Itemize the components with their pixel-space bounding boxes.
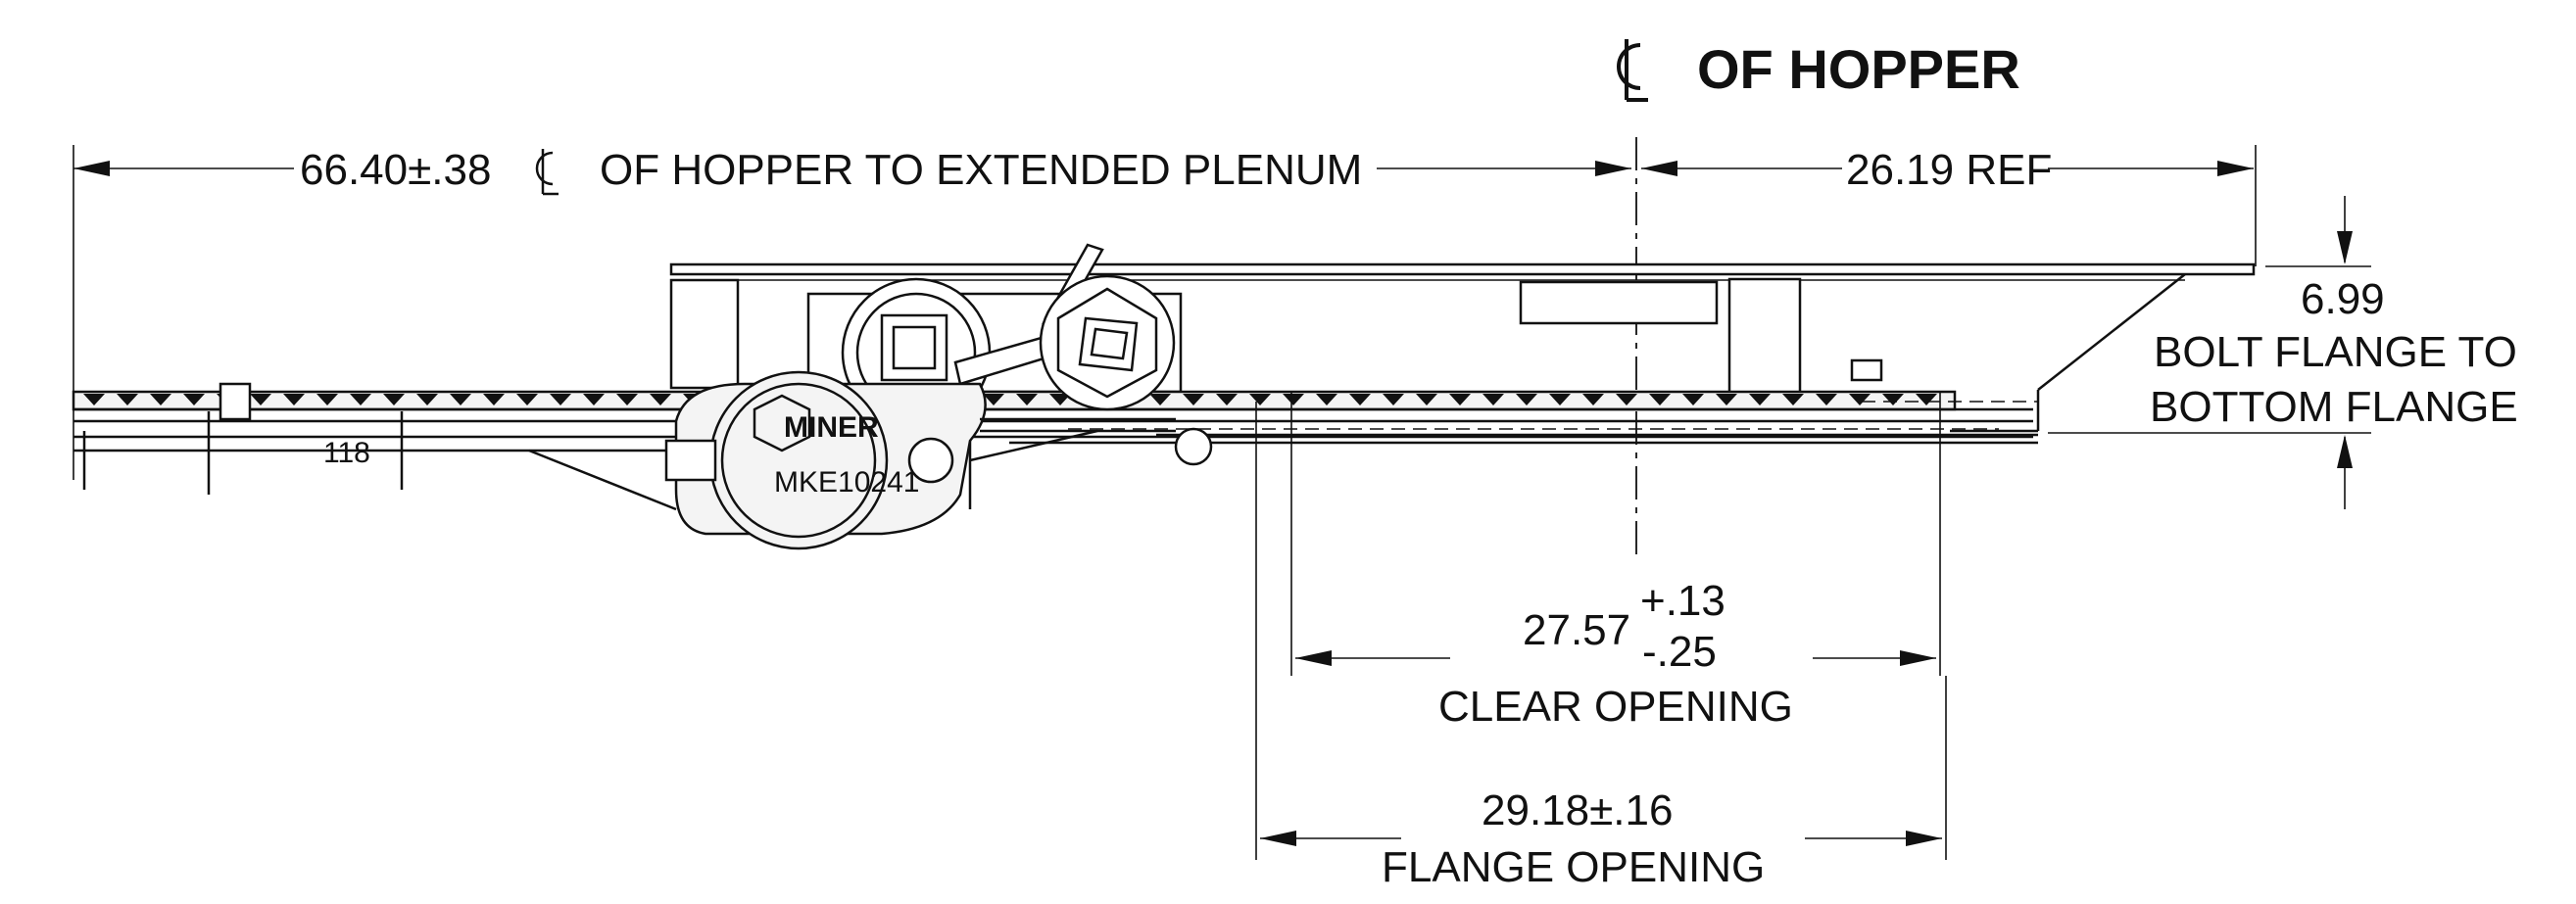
small-tag: 118 (323, 437, 370, 469)
rack-tooth (1682, 394, 1704, 405)
bolt-flange-line1: BOLT FLANGE TO (2154, 328, 2517, 376)
rack-tooth (650, 394, 671, 405)
arrowhead (1295, 650, 1332, 666)
rack-tooth (1283, 394, 1304, 405)
clear-opening-value: 27.57 (1523, 606, 1630, 654)
rail-clip (219, 382, 252, 421)
rack-tooth (250, 394, 271, 405)
bolt-flange-line2: BOTTOM FLANGE (2150, 383, 2518, 431)
rack-tooth (117, 394, 138, 405)
top-flange-plate (669, 262, 2256, 276)
rack-tooth (150, 394, 171, 405)
rack-tooth (1516, 394, 1537, 405)
rack-tooth (1749, 394, 1771, 405)
rack-tooth (483, 394, 505, 405)
gearbox-coupling-right (907, 437, 954, 484)
rack-tooth (1816, 394, 1837, 405)
rack-tooth (1349, 394, 1371, 405)
reference-dimension: 26.19 REF (1641, 145, 2257, 266)
reference-dim-value: 26.19 REF (1846, 146, 2052, 194)
rack-tooth (450, 394, 471, 405)
flange-opening-dimension: 29.18±.16 FLANGE OPENING (1255, 402, 1947, 891)
rack-tooth (1183, 394, 1204, 405)
rack-tooth (550, 394, 571, 405)
capstan-square-drive (1078, 316, 1139, 372)
rack-tooth (583, 394, 605, 405)
arrowhead (2337, 435, 2353, 468)
gearbox-model: MKE10241 (774, 466, 919, 499)
rack-tooth (1616, 394, 1637, 405)
arrowhead (73, 161, 110, 176)
hopper-centerline-heading: OF HOPPER (1617, 38, 2020, 102)
rack-tooth (183, 394, 205, 405)
rack-tooth (1849, 394, 1871, 405)
rack-tooth (1383, 394, 1404, 405)
latch-block (1850, 358, 1883, 382)
arrowhead (1900, 650, 1936, 666)
rack-tooth (350, 394, 371, 405)
rack-tooth (1582, 394, 1604, 405)
rack-tooth (616, 394, 638, 405)
arrowhead (1641, 161, 1677, 176)
clear-opening-tol-minus: -.25 (1642, 628, 1717, 676)
rack-tooth (1449, 394, 1471, 405)
centerline-symbol-small (535, 149, 559, 196)
overall-dim-label: OF HOPPER TO EXTENDED PLENUM (600, 146, 1362, 194)
bolt-flange-value: 6.99 (2301, 275, 2385, 323)
rack-tooth (1416, 394, 1437, 405)
arrowhead (1906, 831, 1942, 846)
clear-opening-tol-plus: +.13 (1640, 577, 1725, 625)
rack-tooth (1549, 394, 1571, 405)
rack-tooth (1716, 394, 1737, 405)
bolt-flange-dimension: 6.99 BOLT FLANGE TO BOTTOM FLANGE (2048, 196, 2518, 509)
rack-tooth (1016, 394, 1038, 405)
rack-tooth (416, 394, 438, 405)
rack-tooth (516, 394, 538, 405)
rack-tooth (83, 394, 105, 405)
rack-tooth (1482, 394, 1504, 405)
centerline-symbol (1617, 39, 1648, 102)
gate-assembly: 118 MINER MKE10241 (72, 243, 2256, 550)
rack-tooth (1316, 394, 1337, 405)
flange-opening-label: FLANGE OPENING (1382, 843, 1765, 891)
overall-dimension: 66.40±.38 OF HOPPER TO EXTENDED PLENUM (73, 145, 1631, 480)
rack-tooth (1049, 394, 1071, 405)
clear-opening-label: CLEAR OPENING (1438, 683, 1793, 731)
rack-tooth (983, 394, 1004, 405)
arrowhead (1595, 161, 1631, 176)
rack-tooth (1249, 394, 1271, 405)
rack-tooth (1149, 394, 1171, 405)
clear-opening-dimension: 27.57 +.13 -.25 CLEAR OPENING (1290, 392, 1941, 731)
miner-logo-hex (753, 394, 811, 452)
flange-opening-value: 29.18±.16 (1482, 786, 1673, 834)
pinion-square-drive (880, 313, 948, 382)
rack-tooth (1649, 394, 1671, 405)
rack-tooth (1916, 394, 1937, 405)
rack-tooth (316, 394, 338, 405)
rack-tooth (383, 394, 405, 405)
arrowhead (2337, 231, 2353, 264)
overall-dim-value: 66.40±.38 (300, 146, 491, 194)
centerline-label: OF HOPPER (1697, 38, 2020, 100)
shaft-end-nut (1174, 427, 1213, 466)
frame-post-left (669, 278, 740, 390)
frame-post-right (1727, 277, 1802, 408)
rack-tooth (1216, 394, 1238, 405)
gearbox-cover (708, 370, 889, 550)
rack-tooth (1882, 394, 1904, 405)
gearbox-brand: MINER (784, 411, 879, 444)
inspection-slot (1519, 280, 1719, 325)
arrowhead (2217, 161, 2254, 176)
arrowhead (1260, 831, 1296, 846)
rack-tooth (283, 394, 305, 405)
rack-tooth (1782, 394, 1804, 405)
gearbox-coupling-left (664, 439, 717, 482)
